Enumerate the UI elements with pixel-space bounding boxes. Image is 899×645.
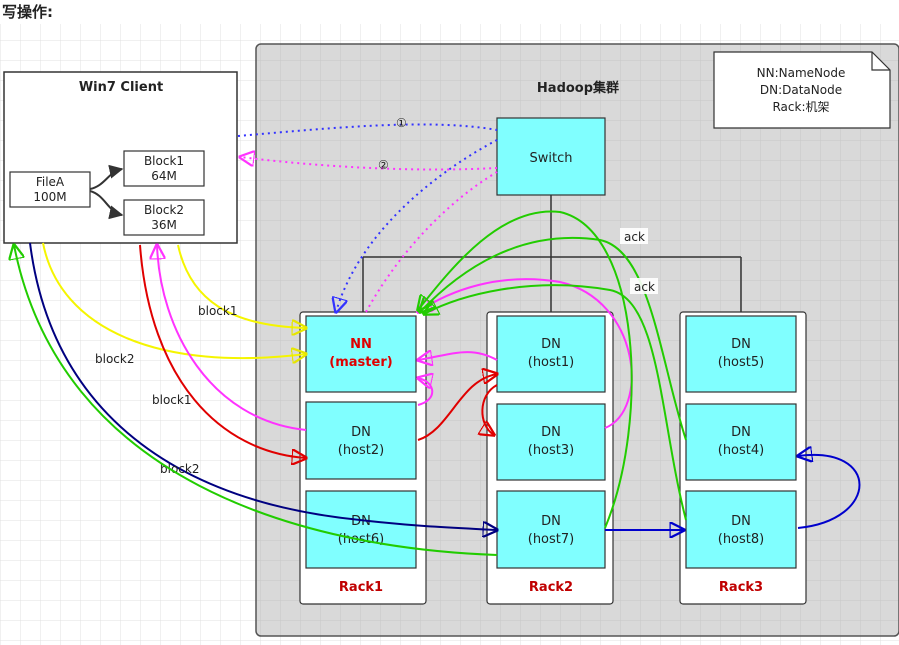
red-client-to-host2-arrow — [139, 244, 306, 458]
yellow-block1-arrow — [177, 244, 306, 328]
dn-host8-line1: DN — [731, 514, 751, 529]
legend-line-dn: DN:DataNode — [760, 83, 842, 97]
dn-host8-line2: (host8) — [718, 532, 764, 547]
dn-host3-line1: DN — [541, 425, 561, 440]
label-block1-b: block1 — [152, 393, 191, 407]
dn-host4-line1: DN — [731, 425, 751, 440]
step-one-marker: ① — [396, 116, 407, 130]
dn-host5-node — [685, 315, 797, 393]
win7-client: Win7 Client FileA 100M Block1 64M Block2… — [3, 71, 238, 244]
switch-label: Switch — [530, 151, 573, 166]
file-a-size: 100M — [33, 190, 66, 204]
magenta-host2-to-client-arrow — [157, 245, 307, 431]
magenta-host3-loop-arrow — [418, 278, 633, 429]
rack3-label: Rack3 — [719, 580, 763, 595]
dn-host7-line2: (host7) — [528, 532, 574, 547]
client-title: Win7 Client — [79, 80, 163, 95]
navy-client-to-host7-arrow — [29, 242, 497, 530]
dn-host4-line2: (host4) — [718, 443, 764, 458]
green-ack-host7-to-nn-arrow — [418, 210, 633, 529]
yellow-block2-arrow — [42, 242, 306, 358]
file-a-name: FileA — [36, 175, 65, 189]
dn-host2-line1: DN — [351, 425, 371, 440]
red-host1-to-host3-arrow — [482, 384, 498, 435]
dn-host2-line2: (host2) — [338, 443, 384, 458]
step1-forward-arrow — [336, 139, 498, 312]
dn-host5-line1: DN — [731, 337, 751, 352]
magenta-host1-to-nn-arrow — [418, 352, 498, 360]
dn-host3-line2: (host3) — [528, 443, 574, 458]
legend-note: NN:NameNode DN:DataNode Rack:机架 — [713, 51, 891, 129]
block2-box — [123, 199, 205, 236]
cluster-title: Hadoop集群 — [537, 80, 619, 96]
red-host2-to-host1-arrow — [417, 374, 497, 441]
block1-box — [123, 150, 205, 187]
legend-line-rack: Rack:机架 — [772, 100, 829, 114]
block2-name: Block2 — [144, 203, 184, 217]
step2-response-arrow — [365, 171, 498, 313]
label-ack-1: ack — [624, 230, 645, 244]
green-ack-host4-to-nn-arrow — [420, 236, 687, 441]
dn-host1-node — [496, 315, 606, 393]
dn-host3-node — [496, 403, 606, 481]
dn-host4-node — [685, 403, 797, 481]
step1-request-arrow — [237, 123, 498, 137]
nn-label: NN — [350, 337, 372, 352]
step-two-marker: ② — [378, 158, 389, 172]
dn-host6-node — [305, 490, 417, 569]
label-block1-a: block1 — [198, 304, 237, 318]
label-block2-a: block2 — [95, 352, 134, 366]
green-ack-host8-to-nn-arrow — [424, 284, 687, 521]
dn-host1-line1: DN — [541, 337, 561, 352]
nn-master-label: (master) — [329, 355, 392, 370]
green-host7-to-client-arrow — [14, 245, 498, 556]
switch-box — [496, 117, 606, 196]
legend-line-nn: NN:NameNode — [757, 66, 846, 80]
blue-host8-to-host4-arrow — [798, 455, 861, 529]
rack2-label: Rack2 — [529, 580, 573, 595]
step2-return-arrow — [240, 157, 498, 171]
block1-name: Block1 — [144, 154, 184, 168]
dn-host7-node — [496, 490, 606, 569]
rack1: NN (master) DN (host2) DN (host6) Rack1 — [299, 311, 427, 605]
dn-host5-line2: (host5) — [718, 355, 764, 370]
magenta-host2-to-nn-arrow — [418, 378, 432, 406]
dn-host2-node — [305, 401, 417, 480]
file-a-box — [9, 171, 91, 208]
nn-master-node — [305, 315, 417, 393]
label-block2-b: block2 — [160, 462, 199, 476]
block1-size: 64M — [151, 169, 177, 183]
dn-host1-line2: (host1) — [528, 355, 574, 370]
network-links — [362, 195, 742, 312]
dn-host7-line1: DN — [541, 514, 561, 529]
rack1-label: Rack1 — [339, 580, 383, 595]
dn-host6-line1: DN — [351, 514, 371, 529]
split-arrow-block1 — [89, 164, 124, 190]
rack2: DN (host1) DN (host3) DN (host7) Rack2 — [486, 311, 614, 605]
dn-host8-node — [685, 490, 797, 569]
rack3: DN (host5) DN (host4) DN (host8) Rack3 — [679, 311, 807, 605]
block2-size: 36M — [151, 218, 177, 232]
page-heading: 写操作: — [2, 3, 53, 21]
split-arrow-block2 — [89, 190, 124, 220]
label-ack-2: ack — [634, 280, 655, 294]
